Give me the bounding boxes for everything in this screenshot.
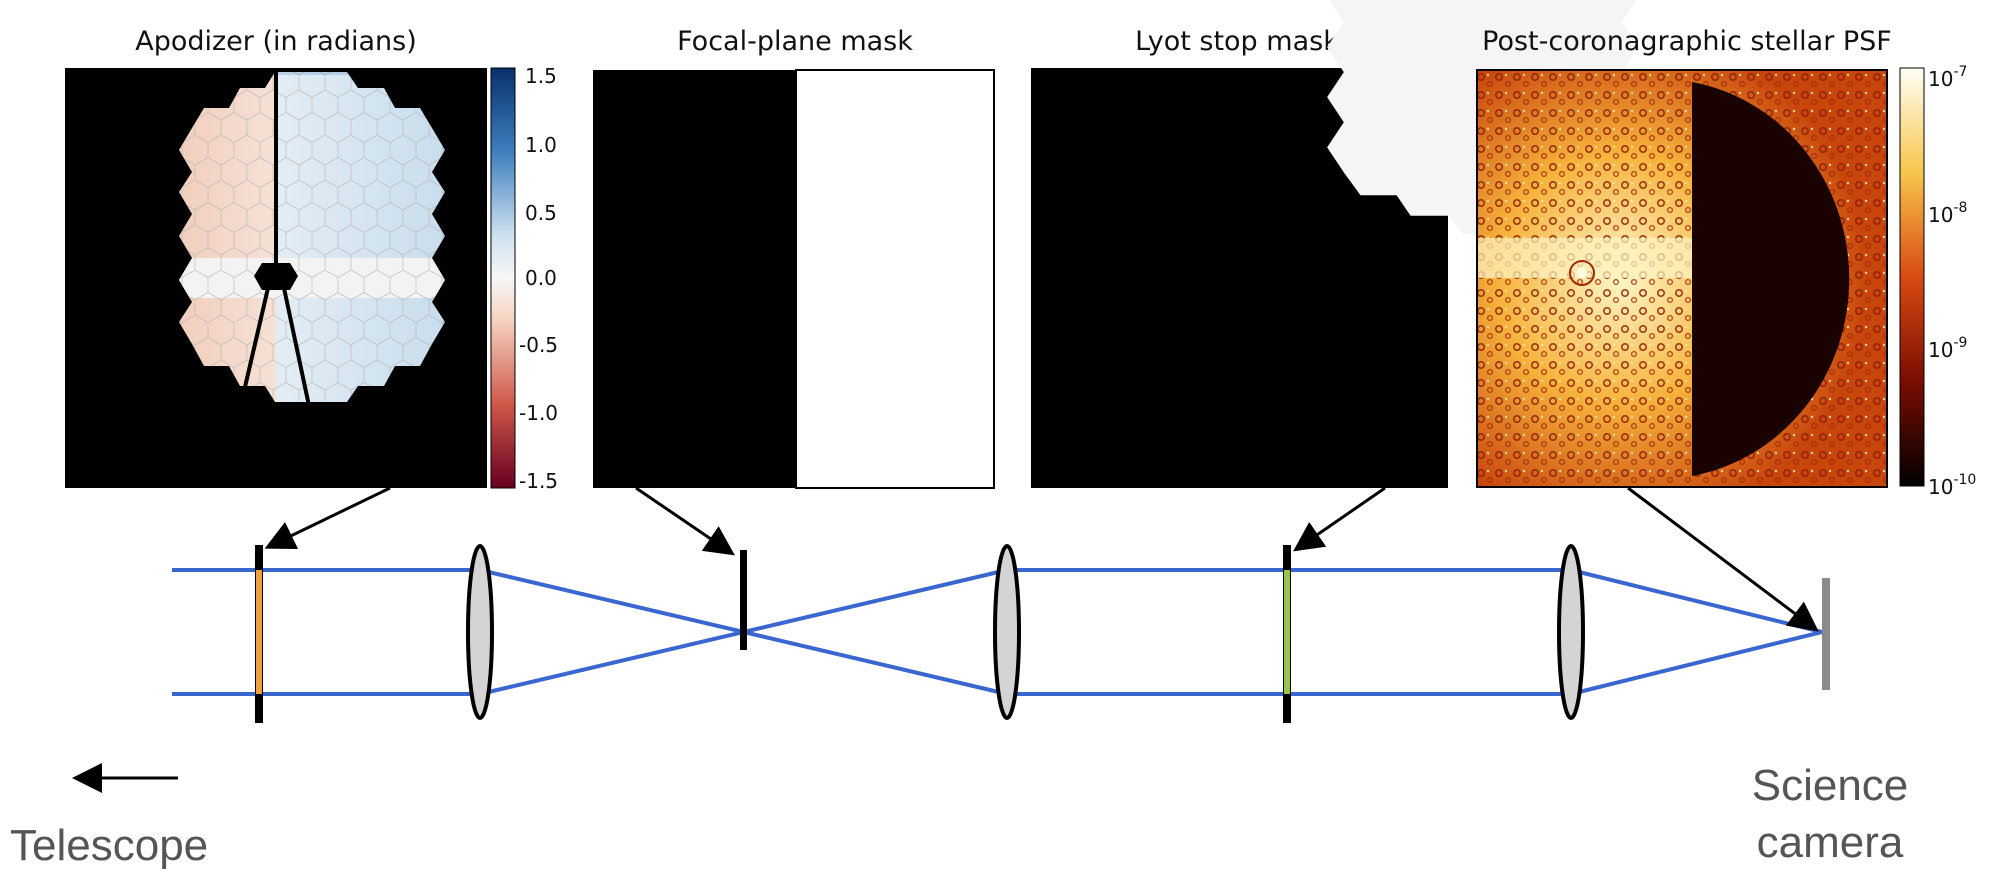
apodizer-colorbar-tick: -1.0 xyxy=(519,401,558,425)
psf-title: Post-coronagraphic stellar PSF xyxy=(1482,26,1892,57)
apodizer-plane-color xyxy=(256,570,262,694)
apodizer-spider-right xyxy=(282,287,328,487)
psf-panel: Post-coronagraphic stellar PSF 10-7 10-8… xyxy=(1476,26,1976,499)
apodizer-panel: Apodizer (in radians) 1.5 1.0 0.5 0.0 -0… xyxy=(65,26,558,493)
lyot-stop-plane-color xyxy=(1284,570,1290,694)
arrow-focal-plane-mask xyxy=(635,486,735,556)
psf-colorbar-tick: 10-7 xyxy=(1928,64,1967,91)
apodizer-central-obstruction xyxy=(254,263,298,290)
apodizer-colorbar-tick: 0.5 xyxy=(525,201,557,225)
apodizer-colorbar xyxy=(490,67,516,489)
apodizer-spider-left xyxy=(220,287,270,487)
apodizer-colorbar-tick: 1.5 xyxy=(525,64,557,88)
lens-1 xyxy=(466,544,494,720)
beam-ray xyxy=(1570,630,1823,696)
science-camera-detector xyxy=(1822,578,1830,690)
arrow-apodizer xyxy=(264,486,391,550)
focal-plane-mask-clear-half xyxy=(795,69,995,489)
focal-plane-mask-panel: Focal-plane mask xyxy=(593,26,995,489)
apodizer-colorbar-tick: 1.0 xyxy=(525,133,557,157)
lyot-stop-central-obstruction xyxy=(1214,258,1262,292)
psf-colorbar-tick: 10-10 xyxy=(1928,472,1976,499)
lyot-stop-spider-right xyxy=(1243,286,1293,465)
psf-colorbar-tick: 10-9 xyxy=(1928,335,1967,362)
arrow-lyot-stop xyxy=(1293,486,1386,552)
apodizer-colorbar-tick: -1.5 xyxy=(519,469,558,493)
lens-3 xyxy=(1557,544,1585,720)
apodizer-pupil xyxy=(179,72,445,402)
beam-ray xyxy=(1570,568,1823,634)
lyot-stop-spider-left xyxy=(1186,287,1233,464)
pointer-arrows xyxy=(264,486,1819,632)
psf-colorbar-tick: 10-8 xyxy=(1928,200,1967,227)
psf-colorbar xyxy=(1899,67,1925,487)
psf-colorbar-ticks: 10-7 10-8 10-9 10-10 xyxy=(1928,64,1976,499)
telescope-label: Telescope xyxy=(10,821,208,870)
psf-image xyxy=(1477,70,1887,487)
apodizer-title: Apodizer (in radians) xyxy=(135,26,417,57)
focal-plane-mask-element xyxy=(740,550,747,650)
apodizer-colorbar-ticks: 1.5 1.0 0.5 0.0 -0.5 -1.0 -1.5 xyxy=(519,64,558,493)
lens-2 xyxy=(993,544,1021,720)
lyot-stop-title: Lyot stop mask xyxy=(1135,26,1339,57)
focal-plane-mask-title: Focal-plane mask xyxy=(677,26,913,57)
optical-bench xyxy=(172,544,1830,723)
psf-dark-hole xyxy=(1692,82,1850,476)
science-camera-label-line1: Science xyxy=(1752,761,1909,810)
arrow-psf xyxy=(1627,486,1819,632)
apodizer-colorbar-tick: 0.0 xyxy=(525,266,557,290)
focal-plane-mask-opaque-half xyxy=(593,70,796,488)
apodizer-colorbar-tick: -0.5 xyxy=(519,333,558,357)
science-camera-label-line2: camera xyxy=(1757,818,1904,867)
